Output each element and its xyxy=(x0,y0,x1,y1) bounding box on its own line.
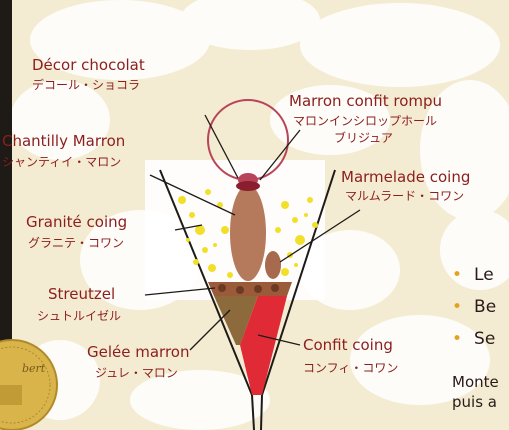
bullet-text: Le xyxy=(474,265,494,285)
label-marron-confit-jp1: マロンインシロップホール xyxy=(293,115,437,127)
bullet-dot-icon: • xyxy=(452,329,462,349)
left-dark-band xyxy=(0,0,12,345)
label-decor-fr: Décor chocolat xyxy=(32,58,145,73)
bullet-dot-icon: • xyxy=(452,265,462,285)
label-confit-jp: コンフィ・コワン xyxy=(303,362,398,374)
chantilly-marron xyxy=(230,185,266,281)
label-chantilly-jp: シャンティイ・マロン xyxy=(2,156,121,168)
label-chantilly-fr: Chantilly Marron xyxy=(2,134,125,149)
label-gelee-fr: Gelée marron xyxy=(87,345,189,360)
marmelade-coing xyxy=(265,251,281,279)
label-marron-confit-jp2: ブリジュア xyxy=(334,132,393,144)
label-streutzel-jp: シュトルイゼル xyxy=(37,310,121,322)
bullet-item-3: • Se xyxy=(452,329,495,349)
bullet-text: Se xyxy=(474,329,495,349)
bullet-text: Be xyxy=(474,297,496,317)
label-marmelade-fr: Marmelade coing xyxy=(341,170,470,185)
label-marmelade-jp: マルムラード・コワン xyxy=(345,190,464,202)
label-granite-fr: Granité coing xyxy=(26,215,127,230)
paragraph-line-1: Monte xyxy=(452,373,499,392)
marron-confit-base xyxy=(236,181,260,191)
bullet-item-2: • Be xyxy=(452,297,496,317)
label-marron-confit-fr: Marron confit rompu xyxy=(289,94,442,109)
label-decor-jp: デコール・ショコラ xyxy=(32,79,140,91)
seal-text: bert xyxy=(22,362,46,375)
label-streutzel-fr: Streutzel xyxy=(48,287,115,302)
label-confit-fr: Confit coing xyxy=(303,338,393,353)
paragraph-line-2: puis a xyxy=(452,393,497,412)
bullet-dot-icon: • xyxy=(452,297,462,317)
label-gelee-jp: ジュレ・マロン xyxy=(95,367,178,379)
label-granite-jp: グラニテ・コワン xyxy=(28,237,124,249)
bullet-item-1: • Le xyxy=(452,265,494,285)
